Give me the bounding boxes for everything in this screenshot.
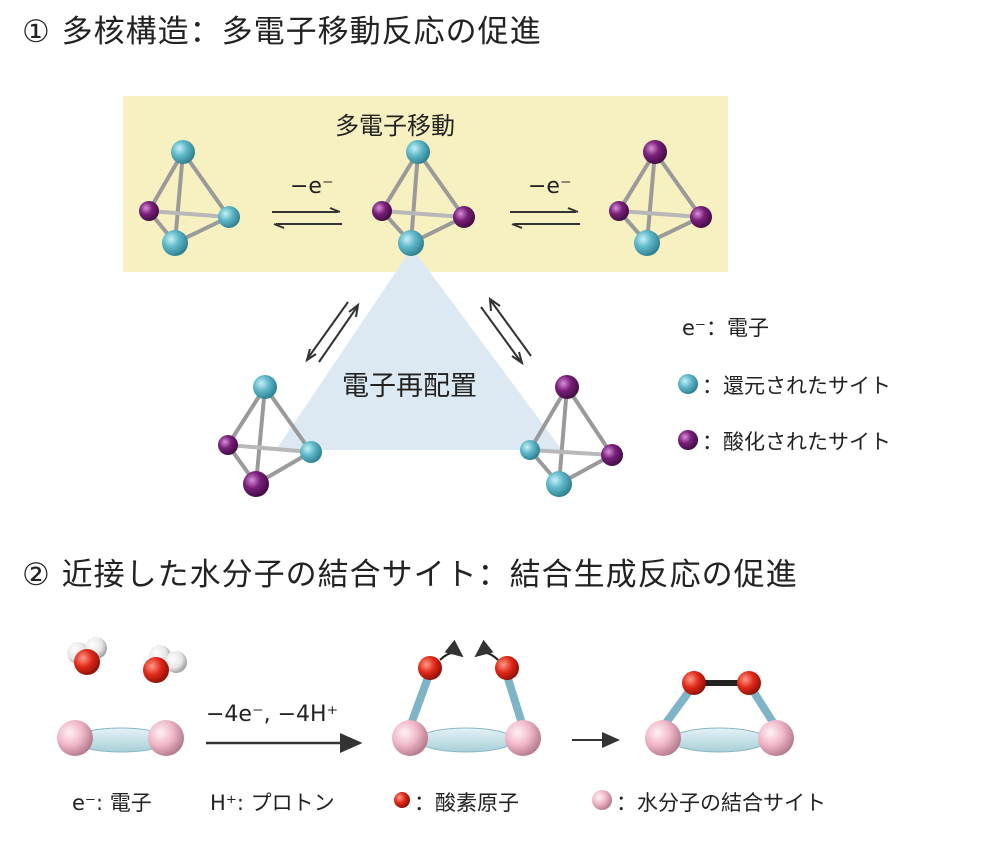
legend-reduced-text: ：還元されたサイト	[702, 374, 891, 398]
binding-complex-1	[57, 720, 184, 756]
water-molecule-2	[143, 645, 187, 683]
legend2-proton: H⁺: プロトン	[210, 791, 335, 815]
equilibrium-arrows-right	[510, 207, 580, 229]
reaction-label: −4e⁻, −4H⁺	[206, 702, 339, 727]
multi-electron-transfer-panel	[123, 96, 728, 272]
binding-complex-3	[645, 671, 794, 756]
step-label-left: −e⁻	[290, 174, 334, 199]
cluster-center	[372, 140, 475, 256]
water-molecule-1	[67, 637, 107, 675]
step-label-right: −e⁻	[528, 174, 572, 199]
cluster-lower-right	[520, 375, 623, 497]
legend-reduced-ball	[678, 374, 698, 394]
cluster-lower-left	[218, 375, 322, 497]
legend2-binding-site: ：水分子の結合サイト	[616, 791, 826, 815]
legend-oxidized-ball	[678, 430, 698, 450]
equilibrium-arrows-left	[272, 207, 342, 229]
section2-title: ② 近接した水分子の結合サイト：結合生成反応の促進	[22, 557, 798, 593]
legend2-oxygen: ：酸素原子	[414, 791, 519, 815]
equilibrium-arrows-diagonal-left	[305, 301, 360, 363]
binding-complex-2	[392, 639, 541, 756]
legend-binding-site-ball	[592, 790, 612, 810]
legend2-electron: e⁻: 電子	[72, 791, 152, 815]
equilibrium-arrows-diagonal-right	[480, 296, 532, 366]
cluster-oxidized	[609, 140, 712, 256]
legend-oxygen-ball	[394, 792, 410, 808]
multi-transfer-label: 多電子移動	[335, 112, 455, 140]
cluster-reduced	[139, 140, 240, 256]
section1-title: ① 多核構造：多電子移動反応の促進	[22, 14, 542, 50]
legend-oxidized-text: ：酸化されたサイト	[702, 430, 891, 454]
rearrangement-label: 電子再配置	[342, 371, 477, 402]
legend-electron: e⁻：電子	[682, 316, 770, 340]
